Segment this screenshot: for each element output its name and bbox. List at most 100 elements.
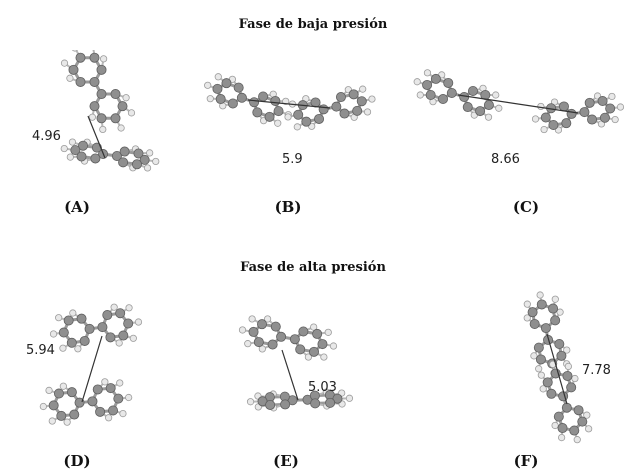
carbon-atom [79, 335, 90, 346]
carbon-atom [78, 140, 89, 151]
hydrogen-atom [611, 115, 619, 124]
hydrogen-atom [45, 386, 53, 395]
hydrogen-atom [39, 402, 47, 411]
hydrogen-atom [152, 157, 160, 166]
carbon-atom [550, 315, 561, 326]
carbon-atom [66, 387, 77, 398]
hydrogen-atom [119, 409, 127, 418]
molecule-dimer-b [204, 73, 376, 131]
carbon-atom [529, 318, 540, 329]
carbon-atom [96, 64, 107, 75]
carbon-atom [467, 85, 478, 96]
hydrogen-atom [134, 318, 143, 326]
hydrogen-atom [246, 398, 255, 406]
panel-label-b: (B) [274, 198, 302, 216]
carbon-atom [295, 344, 306, 355]
hydrogen-atom [585, 425, 593, 433]
carbon-atom [443, 77, 454, 88]
carbon-atom [215, 94, 226, 105]
panel-label-e: (E) [273, 452, 299, 470]
carbon-atom [58, 327, 69, 338]
hydrogen-atom [345, 394, 354, 402]
hydrogen-atom [551, 295, 559, 303]
carbon-atom [561, 402, 572, 413]
naphthalene-molecule [238, 315, 338, 361]
carbon-atom [253, 337, 264, 348]
carbon-atom [48, 400, 59, 411]
hydrogen-atom [310, 323, 318, 331]
centroid-distance-line-c [457, 94, 579, 114]
carbon-atom [265, 399, 276, 410]
hydrogen-atom [523, 314, 531, 322]
hydrogen-atom [74, 345, 82, 353]
carbon-atom [318, 104, 329, 115]
carbon-atom [533, 342, 544, 353]
carbon-atom [118, 330, 129, 341]
carbon-atom [276, 331, 287, 342]
carbon-atom [301, 116, 312, 127]
carbon-atom [139, 154, 150, 165]
hydrogen-atom [571, 374, 579, 383]
carbon-atom [569, 425, 580, 436]
carbon-atom [74, 397, 85, 408]
carbon-atom [325, 397, 336, 408]
carbon-atom [584, 97, 595, 108]
carbon-atom [68, 64, 79, 75]
distance-label-c: 8.66 [491, 152, 520, 167]
carbon-atom [248, 326, 259, 337]
hydrogen-atom [66, 74, 74, 82]
hydrogen-atom [206, 95, 214, 103]
carbon-atom [257, 319, 268, 330]
hydrogen-atom [129, 334, 137, 342]
hydrogen-atom [558, 433, 566, 442]
molecule-dimer-a [60, 50, 160, 172]
hydrogen-atom [616, 103, 625, 111]
hydrogen-atom [125, 304, 133, 312]
hydrogen-atom [304, 353, 312, 361]
carbon-atom [236, 92, 247, 103]
carbon-atom [87, 396, 98, 407]
hydrogen-atom [608, 92, 616, 101]
hydrogen-atom [122, 94, 130, 102]
carbon-atom [66, 337, 77, 348]
hydrogen-atom [264, 315, 272, 323]
hydrogen-atom [539, 385, 547, 393]
carbon-atom [212, 83, 223, 94]
hydrogen-atom [66, 153, 74, 161]
hydrogen-atom [49, 330, 58, 338]
distance-label-e: 5.03 [308, 380, 337, 395]
carbon-atom [270, 321, 281, 332]
carbon-atom [273, 106, 284, 117]
naphthalene-molecule [537, 360, 593, 444]
carbon-atom [579, 107, 590, 118]
hydrogen-atom [110, 303, 118, 311]
naphthalene-molecule [39, 378, 133, 426]
hydrogen-atom [293, 123, 301, 131]
naphthalene-molecule [60, 138, 160, 172]
hydrogen-atom [551, 421, 559, 430]
high-pressure-phase-title: Fase de alta presión [240, 260, 386, 275]
hydrogen-atom [59, 344, 67, 352]
carbon-atom [553, 411, 564, 422]
hydrogen-atom [368, 95, 376, 103]
hydrogen-atom [55, 314, 63, 322]
carbon-atom [63, 315, 74, 326]
carbon-atom [556, 350, 567, 361]
carbon-atom [573, 405, 584, 416]
carbon-atom [133, 148, 144, 159]
carbon-atom [56, 410, 67, 421]
carbon-atom [123, 318, 134, 329]
carbon-atom [96, 113, 107, 124]
carbon-atom [605, 103, 616, 114]
hydrogen-atom [530, 352, 538, 360]
carbon-atom [356, 96, 367, 107]
carbon-atom [475, 106, 486, 117]
carbon-atom [118, 157, 129, 168]
carbon-atom [438, 94, 449, 105]
carbon-atom [105, 332, 116, 343]
carbon-atom [110, 113, 121, 124]
hydrogen-atom [125, 393, 133, 402]
carbon-atom [317, 339, 328, 350]
carbon-atom [430, 73, 441, 84]
molecule-dimer-f [523, 291, 593, 444]
